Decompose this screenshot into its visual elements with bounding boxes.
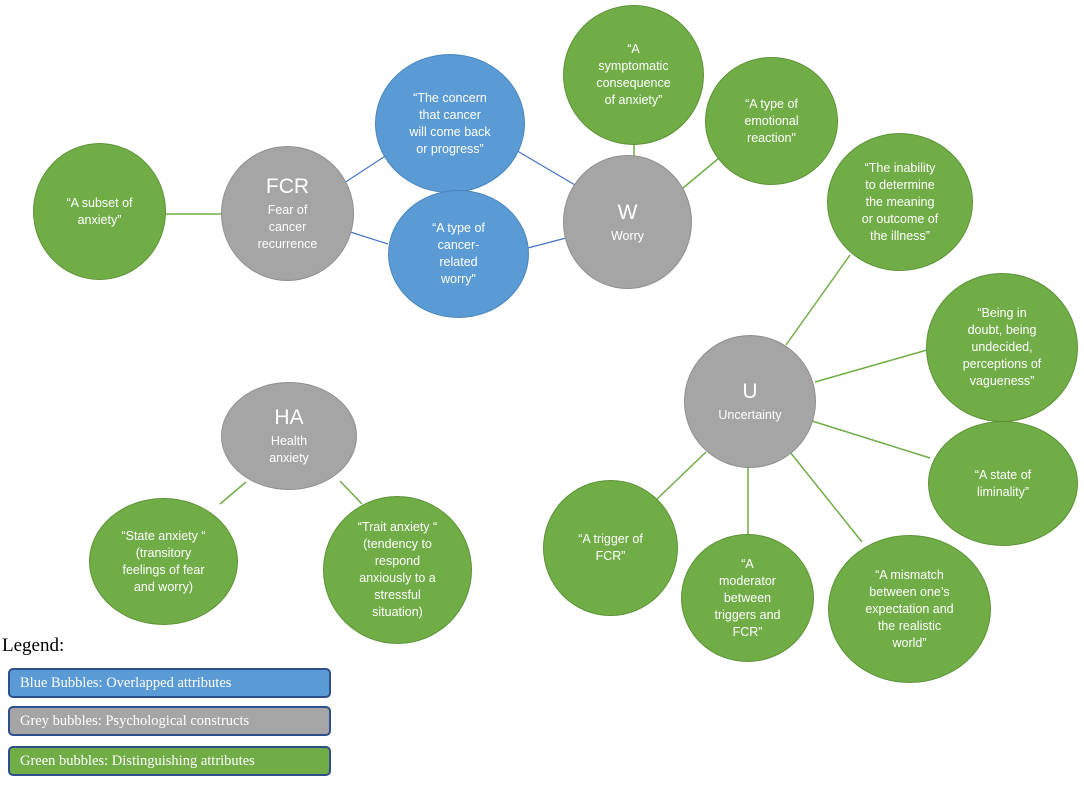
- bubble-text: “A state of liminality”: [974, 467, 1032, 499]
- construct-name: Worry: [610, 228, 645, 243]
- bubble-inability-to-determine: “The inability to determine the meaning …: [827, 133, 973, 271]
- bubble-being-in-doubt: “Being in doubt, being undecided, percep…: [926, 273, 1078, 422]
- bubble-state-of-liminality: “A state of liminality”: [928, 421, 1078, 546]
- bubble-text: “The inability to determine the meaning …: [861, 160, 939, 243]
- connector-trait-ha: [339, 480, 363, 505]
- bubble-text: “The concern that cancer will come back …: [409, 90, 491, 156]
- bubble-text: “A symptomatic consequence of anxiety”: [596, 42, 671, 107]
- bubble-mismatch: “A mismatch between one’s expectation an…: [828, 535, 991, 683]
- construct-abbreviation: U: [742, 380, 758, 403]
- bubble-subset-of-anxiety: “A subset of anxiety”: [33, 143, 166, 280]
- construct-fcr: FCR Fear of cancer recurrence: [221, 146, 354, 281]
- construct-worry: W Worry: [563, 155, 692, 289]
- connector-trigger-u: [655, 451, 707, 501]
- connector-liminality-u: [811, 420, 931, 459]
- construct-name: Health anxiety: [269, 434, 309, 465]
- bubble-text: “A type of cancer- related worry": [432, 221, 485, 286]
- construct-abbreviation: HA: [274, 406, 304, 429]
- connector-fcr-concern: [343, 152, 391, 184]
- bubble-text: “Trait anxiety “ (tendency to respond an…: [357, 520, 438, 619]
- bubble-text: “A moderator between triggers and FCR”: [714, 556, 781, 639]
- bubble-trigger-of-fcr: “A trigger of FCR”: [543, 480, 678, 616]
- bubble-text: “A type of emotional reaction": [744, 96, 799, 145]
- connector-doubt-u: [814, 349, 928, 383]
- construct-abbreviation: FCR: [265, 175, 310, 198]
- bubble-text: “A subset of anxiety”: [66, 195, 133, 227]
- legend-title: Legend:: [2, 635, 65, 656]
- legend-item-green: Green bubbles: Distinguishing attributes: [8, 746, 331, 776]
- construct-health-anxiety: HA Health anxiety: [221, 382, 357, 490]
- legend-item-grey: Grey bubbles: Psychological constructs: [8, 706, 331, 736]
- bubble-moderator: “A moderator between triggers and FCR”: [681, 534, 814, 662]
- legend-item-blue: Blue Bubbles: Overlapped attributes: [8, 668, 331, 698]
- bubble-cancer-related-worry: “A type of cancer- related worry": [388, 190, 529, 318]
- bubble-state-anxiety: “State anxiety “ (transitory feelings of…: [89, 498, 238, 625]
- bubble-text: “A mismatch between one’s expectation an…: [865, 567, 954, 650]
- bubble-text: “A trigger of FCR”: [578, 532, 643, 563]
- construct-name: Fear of cancer recurrence: [257, 203, 318, 251]
- bubble-text: “Being in doubt, being undecided, percep…: [962, 306, 1042, 388]
- connector-crworry-w: [527, 237, 567, 249]
- bubble-trait-anxiety: “Trait anxiety “ (tendency to respond an…: [323, 496, 472, 644]
- bubble-symptomatic-consequence: “A symptomatic consequence of anxiety”: [563, 5, 704, 145]
- connector-mismatch-u: [789, 451, 863, 543]
- bubble-text: “State anxiety “ (transitory feelings of…: [121, 528, 206, 594]
- bubble-emotional-reaction: “A type of emotional reaction": [705, 57, 838, 185]
- construct-abbreviation: W: [617, 200, 638, 224]
- connector-state-ha: [219, 481, 247, 505]
- connector-concern-w: [513, 148, 576, 186]
- connector-inability-u: [785, 254, 851, 346]
- construct-name: Uncertainty: [718, 408, 782, 422]
- construct-uncertainty: U Uncertainty: [684, 335, 816, 468]
- bubble-concern-cancer-back: “The concern that cancer will come back …: [375, 54, 525, 193]
- connector-emotional-w: [682, 157, 720, 189]
